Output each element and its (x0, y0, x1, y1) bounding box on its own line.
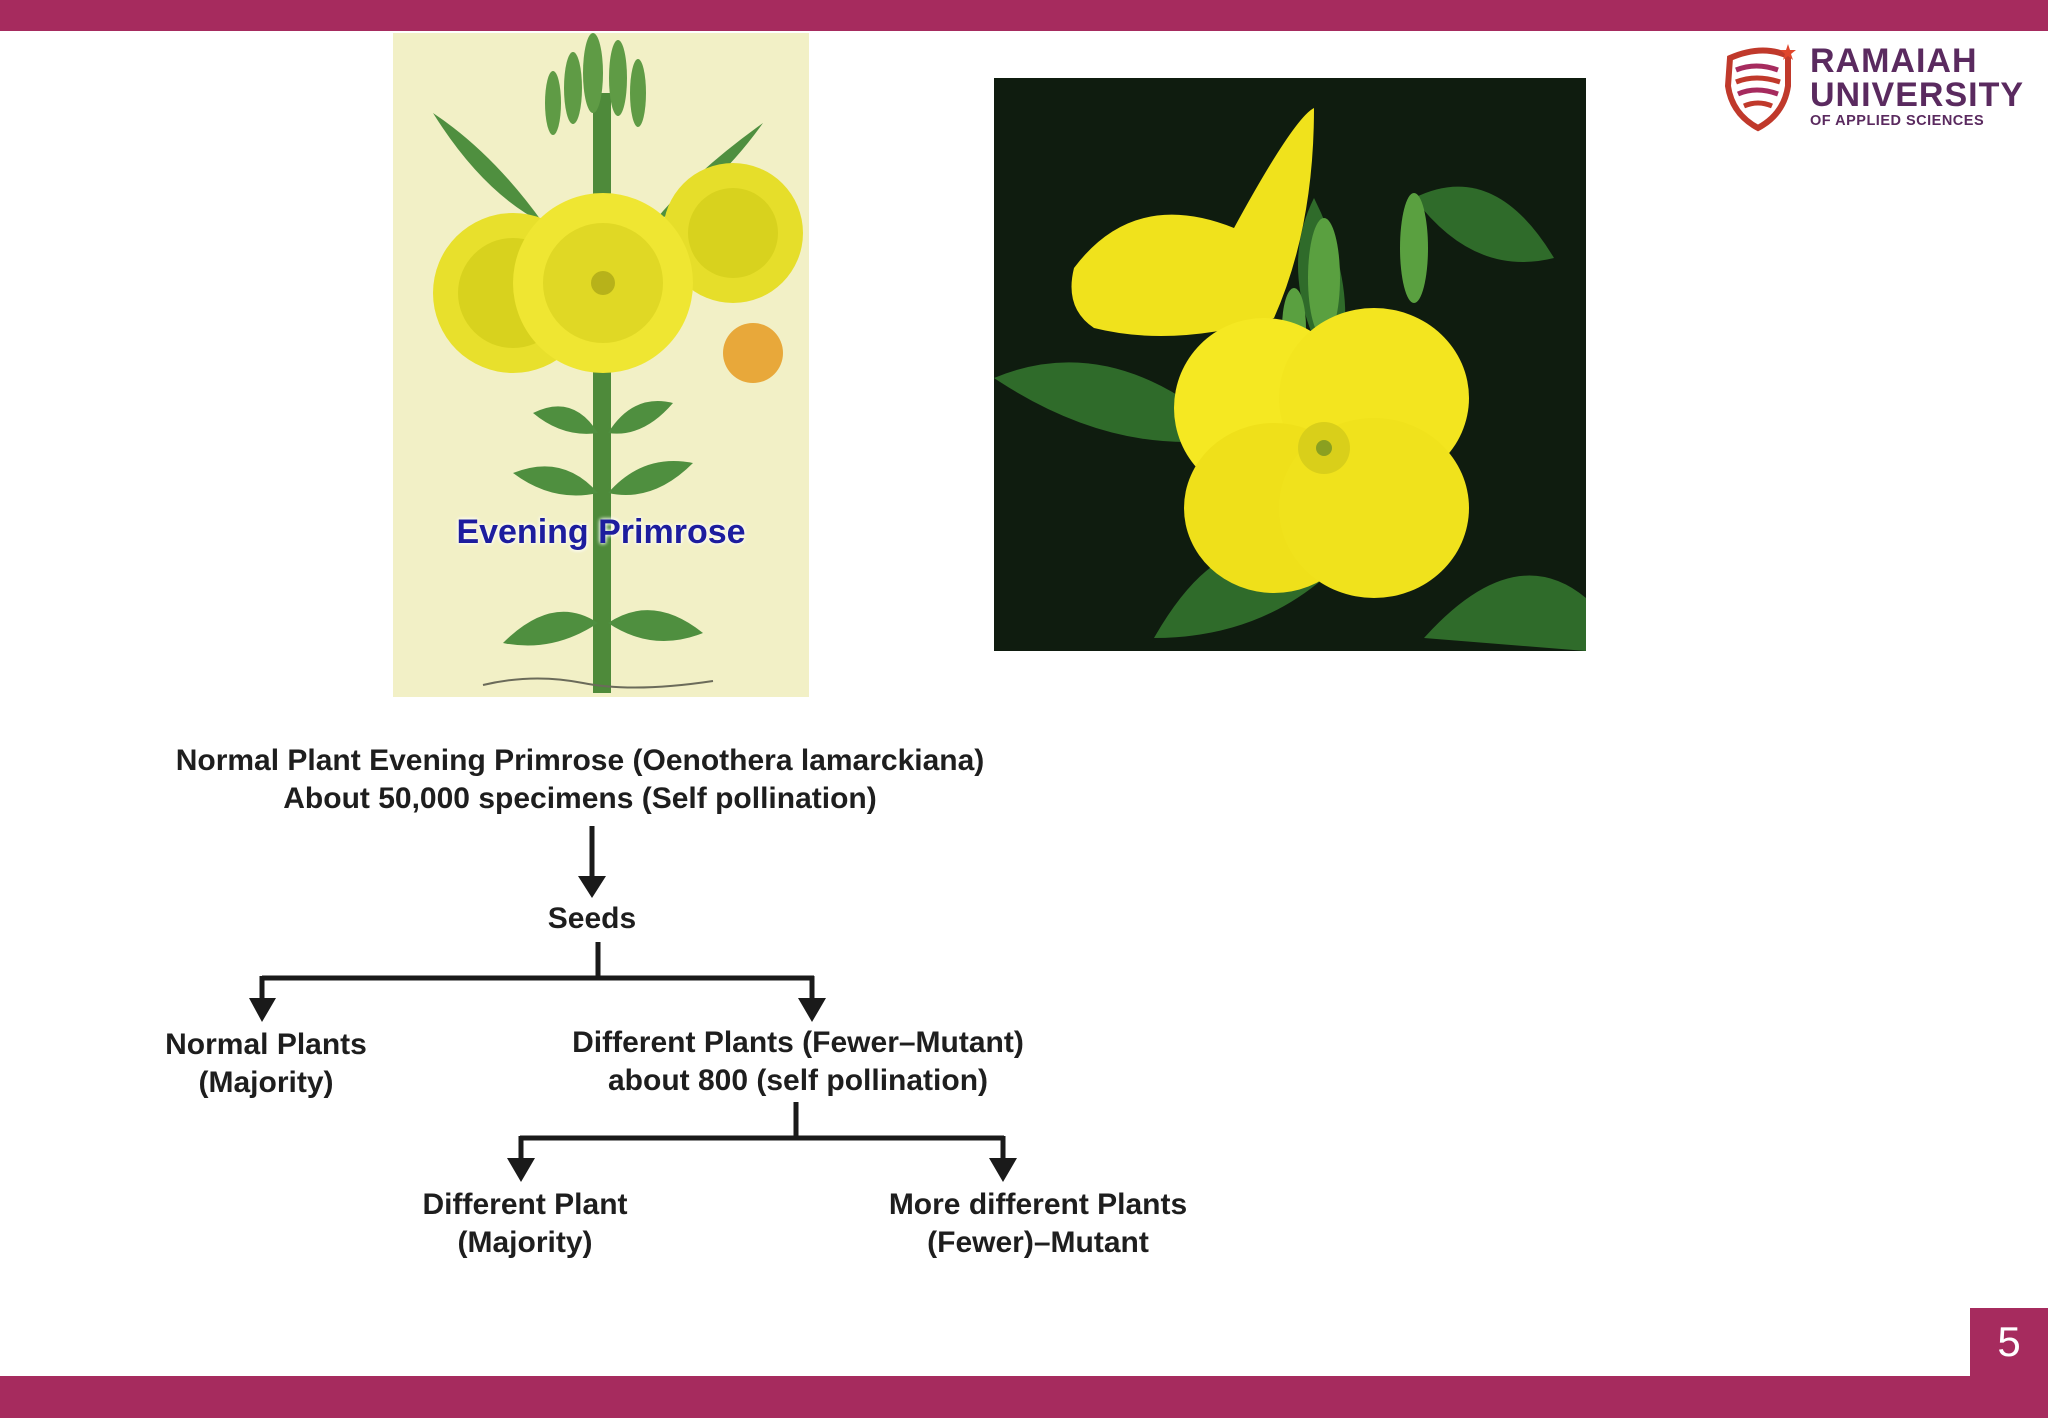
different-plant-line-1: Different Plant (422, 1188, 628, 1221)
page-number: 5 (1970, 1308, 2048, 1376)
arrow-to-seeds (578, 876, 606, 898)
arrow-to-different-plants (798, 998, 826, 1022)
different-line-2: about 800 (self pollination) (607, 1064, 989, 1097)
normal-line-2: (Majority) (198, 1066, 334, 1099)
normal-plants-node: Normal Plants (Majority) (126, 1026, 406, 1102)
logo-line-2: UNIVERSITY (1810, 76, 2025, 114)
university-logo: RAMAIAH UNIVERSITY OF APPLIED SCIENCES (1722, 40, 2023, 132)
more-different-node: More different Plants (Fewer)–Mutant (858, 1186, 1218, 1262)
arrow-to-normal-plants (249, 998, 276, 1022)
logo-emblem-icon (1724, 44, 1796, 132)
different-plant-line-2: (Majority) (457, 1226, 593, 1259)
more-different-line-1: More different Plants (888, 1188, 1188, 1221)
illustration-caption: Evening Primrose (456, 513, 746, 551)
top-band (0, 0, 2048, 31)
different-plants-node: Different Plants (Fewer–Mutant) about 80… (528, 1024, 1068, 1100)
root-line-2: About 50,000 specimens (Self pollination… (283, 782, 877, 815)
logo-line-1: RAMAIAH (1810, 42, 1978, 80)
different-plant-node: Different Plant (Majority) (380, 1186, 670, 1262)
evening-primrose-illustration: Evening Primrose (393, 33, 809, 697)
more-different-line-2: (Fewer)–Mutant (927, 1226, 1149, 1259)
normal-line-1: Normal Plants (165, 1028, 367, 1061)
arrow-to-more-different (989, 1158, 1017, 1182)
root-line-1: Normal Plant Evening Primrose (Oenothera… (175, 744, 985, 777)
logo-line-3: OF APPLIED SCIENCES (1810, 113, 1985, 129)
seeds-node: Seeds (547, 902, 637, 935)
arrow-to-different-plant (507, 1158, 535, 1182)
different-line-1: Different Plants (Fewer–Mutant) (572, 1026, 1024, 1059)
root-node: Normal Plant Evening Primrose (Oenothera… (130, 742, 1030, 818)
evening-primrose-photo (994, 78, 1586, 651)
bottom-band (0, 1376, 2048, 1418)
